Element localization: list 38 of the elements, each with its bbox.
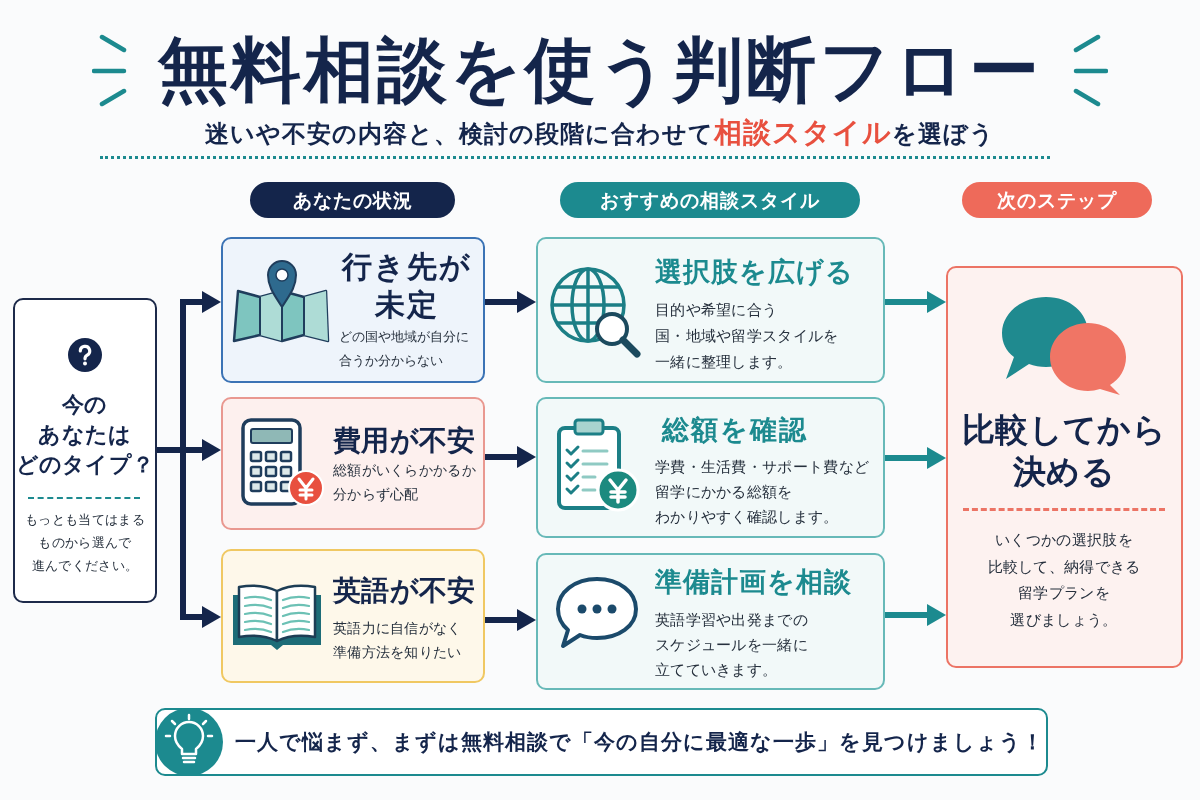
consultation-box [536,237,885,383]
message-banner [155,708,1048,776]
box-text: いくつかの選択肢を比較して、納得できる留学プランを選びましょう。 [987,531,1141,630]
situation-box [221,549,485,683]
box-title: 準備計画を相談 [655,565,852,599]
consultation-box [536,553,885,690]
arrow [157,447,221,628]
box-title: 英語が不安 [333,573,476,609]
box-text: もっとも当てはまるものから選んで進んでください。 [25,511,145,575]
banner-text: 一人で悩まず、まずは無料相談で「今の自分に最適な一歩」を見つけましょう！ [235,729,1044,756]
box-title: 今のあなたはどのタイプ？ [15,391,155,479]
next-step-box [946,266,1183,668]
arrow [485,609,536,631]
subtitle: 迷いや不安の内容と、検討の段階に合わせて相談スタイルを選ぼう [205,115,995,151]
box-title: 費用が不安 [333,423,476,459]
column-header: おすすめの相談スタイル [560,182,860,218]
arrow [485,291,536,313]
situation-box [221,397,485,530]
box-title: 選択肢を広げる [655,255,854,289]
column-header: あなたの状況 [250,182,455,218]
situation-box [221,237,485,383]
question-box [13,298,157,603]
column-header: 次のステップ [962,182,1152,218]
box-text: 目的や希望に合う国・地域や留学スタイルを一緒に整理します。 [655,301,839,372]
arrow [885,447,946,469]
box-title: 総額を確認 [662,413,808,447]
arrow [885,604,946,626]
box-text: どの国や地域が自分に合うか分からない [339,328,470,370]
title: 無料相談を使う判断フロー [158,28,1042,112]
box-title: 行き先が未定 [342,248,472,324]
box-text: 英語力に自信がなく準備方法を知りたい [333,619,462,662]
consultation-box [536,397,885,538]
box-text: 総額がいくらかかるか分からず心配 [333,461,476,504]
box-text: 英語学習や出発までのスケジュールを一緒に立てていきます。 [655,611,808,680]
arrow [485,446,536,468]
arrow [885,291,946,313]
box-text: 学費・生活費・サポート費など留学にかかる総額をわかりやすく確認します。 [655,458,870,527]
box-title: 比較してから決める [962,409,1166,493]
